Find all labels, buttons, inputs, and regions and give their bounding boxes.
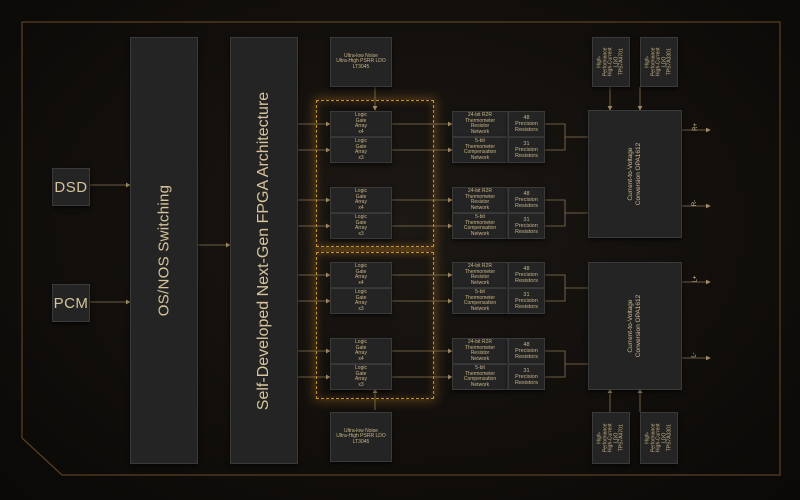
dsd-input: DSD bbox=[52, 168, 90, 206]
logic-label: Logic Gate Array x4 bbox=[355, 188, 367, 211]
logic-gate-array: Logic Gate Array x3 bbox=[330, 213, 392, 239]
ldo-block-top: Ultra-low Noise Ultra-High PSRR LDO LT30… bbox=[330, 37, 392, 87]
prec48-label: 48 Precision Resistors bbox=[515, 342, 538, 360]
logic-label: Logic Gate Array x4 bbox=[355, 339, 367, 362]
logic-gate-array: Logic Gate Array x3 bbox=[330, 364, 392, 390]
comp-label: 5-bit Thermometer Compensation Network bbox=[463, 214, 497, 237]
logic-gate-array: Logic Gate Array x4 bbox=[330, 111, 392, 137]
r2r-label: 24-bit R2R Thermometer Resistor Network bbox=[464, 263, 495, 286]
compensation-network: 5-bit Thermometer Compensation Network bbox=[452, 364, 508, 390]
comp-label: 5-bit Thermometer Compensation Network bbox=[463, 289, 497, 312]
r2r-label: 24-bit R2R Thermometer Resistor Network bbox=[464, 188, 495, 211]
ldo-right-label: High-Performance High-Current LDO TPS7A4… bbox=[596, 47, 625, 77]
prec48-label: 48 Precision Resistors bbox=[515, 115, 538, 133]
r2r-network: 24-bit R2R Thermometer Resistor Network bbox=[452, 187, 508, 213]
precision-resistors-48: 48 Precision Resistors bbox=[508, 187, 545, 213]
pcm-label: PCM bbox=[53, 294, 89, 312]
prec31-label: 31 Precision Resistors bbox=[515, 141, 538, 159]
r2r-network: 24-bit R2R Thermometer Resistor Network bbox=[452, 338, 508, 364]
os-nos-switching-block: OS/NOS Switching bbox=[130, 37, 198, 464]
logic-label: Logic Gate Array x4 bbox=[355, 112, 367, 135]
conversion-label: Current-to-Voltage Conversion OPA1612 bbox=[626, 294, 642, 358]
compensation-network: 5-bit Thermometer Compensation Network bbox=[452, 213, 508, 239]
ldo-right-label: High-Performance High-Current LDO TPS7A4… bbox=[596, 423, 625, 453]
os-nos-switching-label: OS/NOS Switching bbox=[155, 184, 173, 317]
logic-gate-array: Logic Gate Array x4 bbox=[330, 187, 392, 213]
logic-gate-array: Logic Gate Array x4 bbox=[330, 262, 392, 288]
prec31-label: 31 Precision Resistors bbox=[515, 292, 538, 310]
current-to-voltage-block-left: Current-to-Voltage Conversion OPA1612 bbox=[588, 262, 682, 390]
logic-label: Logic Gate Array x3 bbox=[355, 138, 367, 161]
compensation-network: 5-bit Thermometer Compensation Network bbox=[452, 137, 508, 163]
r2r-network: 24-bit R2R Thermometer Resistor Network bbox=[452, 111, 508, 137]
ldo-right-block: High-Performance High-Current LDO TPS7A4… bbox=[592, 412, 630, 464]
fpga-group-highlight-bottom bbox=[316, 252, 434, 399]
r2r-network: 24-bit R2R Thermometer Resistor Network bbox=[452, 262, 508, 288]
pcm-input: PCM bbox=[52, 284, 90, 322]
comp-label: 5-bit Thermometer Compensation Network bbox=[463, 138, 497, 161]
logic-label: Logic Gate Array x3 bbox=[355, 289, 367, 312]
logic-gate-array: Logic Gate Array x3 bbox=[330, 137, 392, 163]
ldo-block-bottom: Ultra-low Noise Ultra-High PSRR LDO LT30… bbox=[330, 412, 392, 462]
precision-resistors-31: 31 Precision Resistors bbox=[508, 213, 545, 239]
prec31-label: 31 Precision Resistors bbox=[515, 217, 538, 235]
precision-resistors-31: 31 Precision Resistors bbox=[508, 288, 545, 314]
output-r-minus: R- bbox=[692, 199, 699, 207]
ldo-label: Ultra-low Noise Ultra-High PSRR LDO LT30… bbox=[336, 52, 386, 70]
r2r-label: 24-bit R2R Thermometer Resistor Network bbox=[464, 112, 495, 135]
output-l-minus: L- bbox=[691, 352, 698, 358]
ldo-right-label: High-Performance High-Current LDO TPS7A3… bbox=[644, 47, 673, 77]
compensation-network: 5-bit Thermometer Compensation Network bbox=[452, 288, 508, 314]
comp-label: 5-bit Thermometer Compensation Network bbox=[463, 365, 497, 388]
logic-label: Logic Gate Array x4 bbox=[355, 263, 367, 286]
prec31-label: 31 Precision Resistors bbox=[515, 368, 538, 386]
logic-gate-array: Logic Gate Array x3 bbox=[330, 288, 392, 314]
precision-resistors-31: 31 Precision Resistors bbox=[508, 364, 545, 390]
ldo-label: Ultra-low Noise Ultra-High PSRR LDO LT30… bbox=[336, 427, 386, 445]
prec48-label: 48 Precision Resistors bbox=[515, 266, 538, 284]
precision-resistors-31: 31 Precision Resistors bbox=[508, 137, 545, 163]
fpga-label: Self-Developed Next-Gen FPGA Architectur… bbox=[255, 91, 272, 410]
ldo-right-block: High-Performance High-Current LDO TPS7A3… bbox=[640, 412, 678, 464]
ldo-right-label: High-Performance High-Current LDO TPS7A3… bbox=[644, 423, 673, 453]
precision-resistors-48: 48 Precision Resistors bbox=[508, 111, 545, 137]
logic-label: Logic Gate Array x3 bbox=[355, 365, 367, 388]
logic-gate-array: Logic Gate Array x4 bbox=[330, 338, 392, 364]
conversion-label: Current-to-Voltage Conversion OPA1612 bbox=[626, 142, 642, 206]
logic-label: Logic Gate Array x3 bbox=[355, 214, 367, 237]
fpga-group-highlight-top bbox=[316, 100, 434, 247]
precision-resistors-48: 48 Precision Resistors bbox=[508, 338, 545, 364]
dsd-label: DSD bbox=[54, 178, 88, 196]
output-r-plus: R+ bbox=[692, 123, 699, 131]
ldo-right-block: High-Performance High-Current LDO TPS7A3… bbox=[640, 37, 678, 87]
current-to-voltage-block-right: Current-to-Voltage Conversion OPA1612 bbox=[588, 110, 682, 238]
precision-resistors-48: 48 Precision Resistors bbox=[508, 262, 545, 288]
fpga-block: Self-Developed Next-Gen FPGA Architectur… bbox=[230, 37, 298, 464]
r2r-label: 24-bit R2R Thermometer Resistor Network bbox=[464, 339, 495, 362]
prec48-label: 48 Precision Resistors bbox=[515, 191, 538, 209]
output-l-plus: L+ bbox=[692, 275, 699, 283]
ldo-right-block: High-Performance High-Current LDO TPS7A4… bbox=[592, 37, 630, 87]
